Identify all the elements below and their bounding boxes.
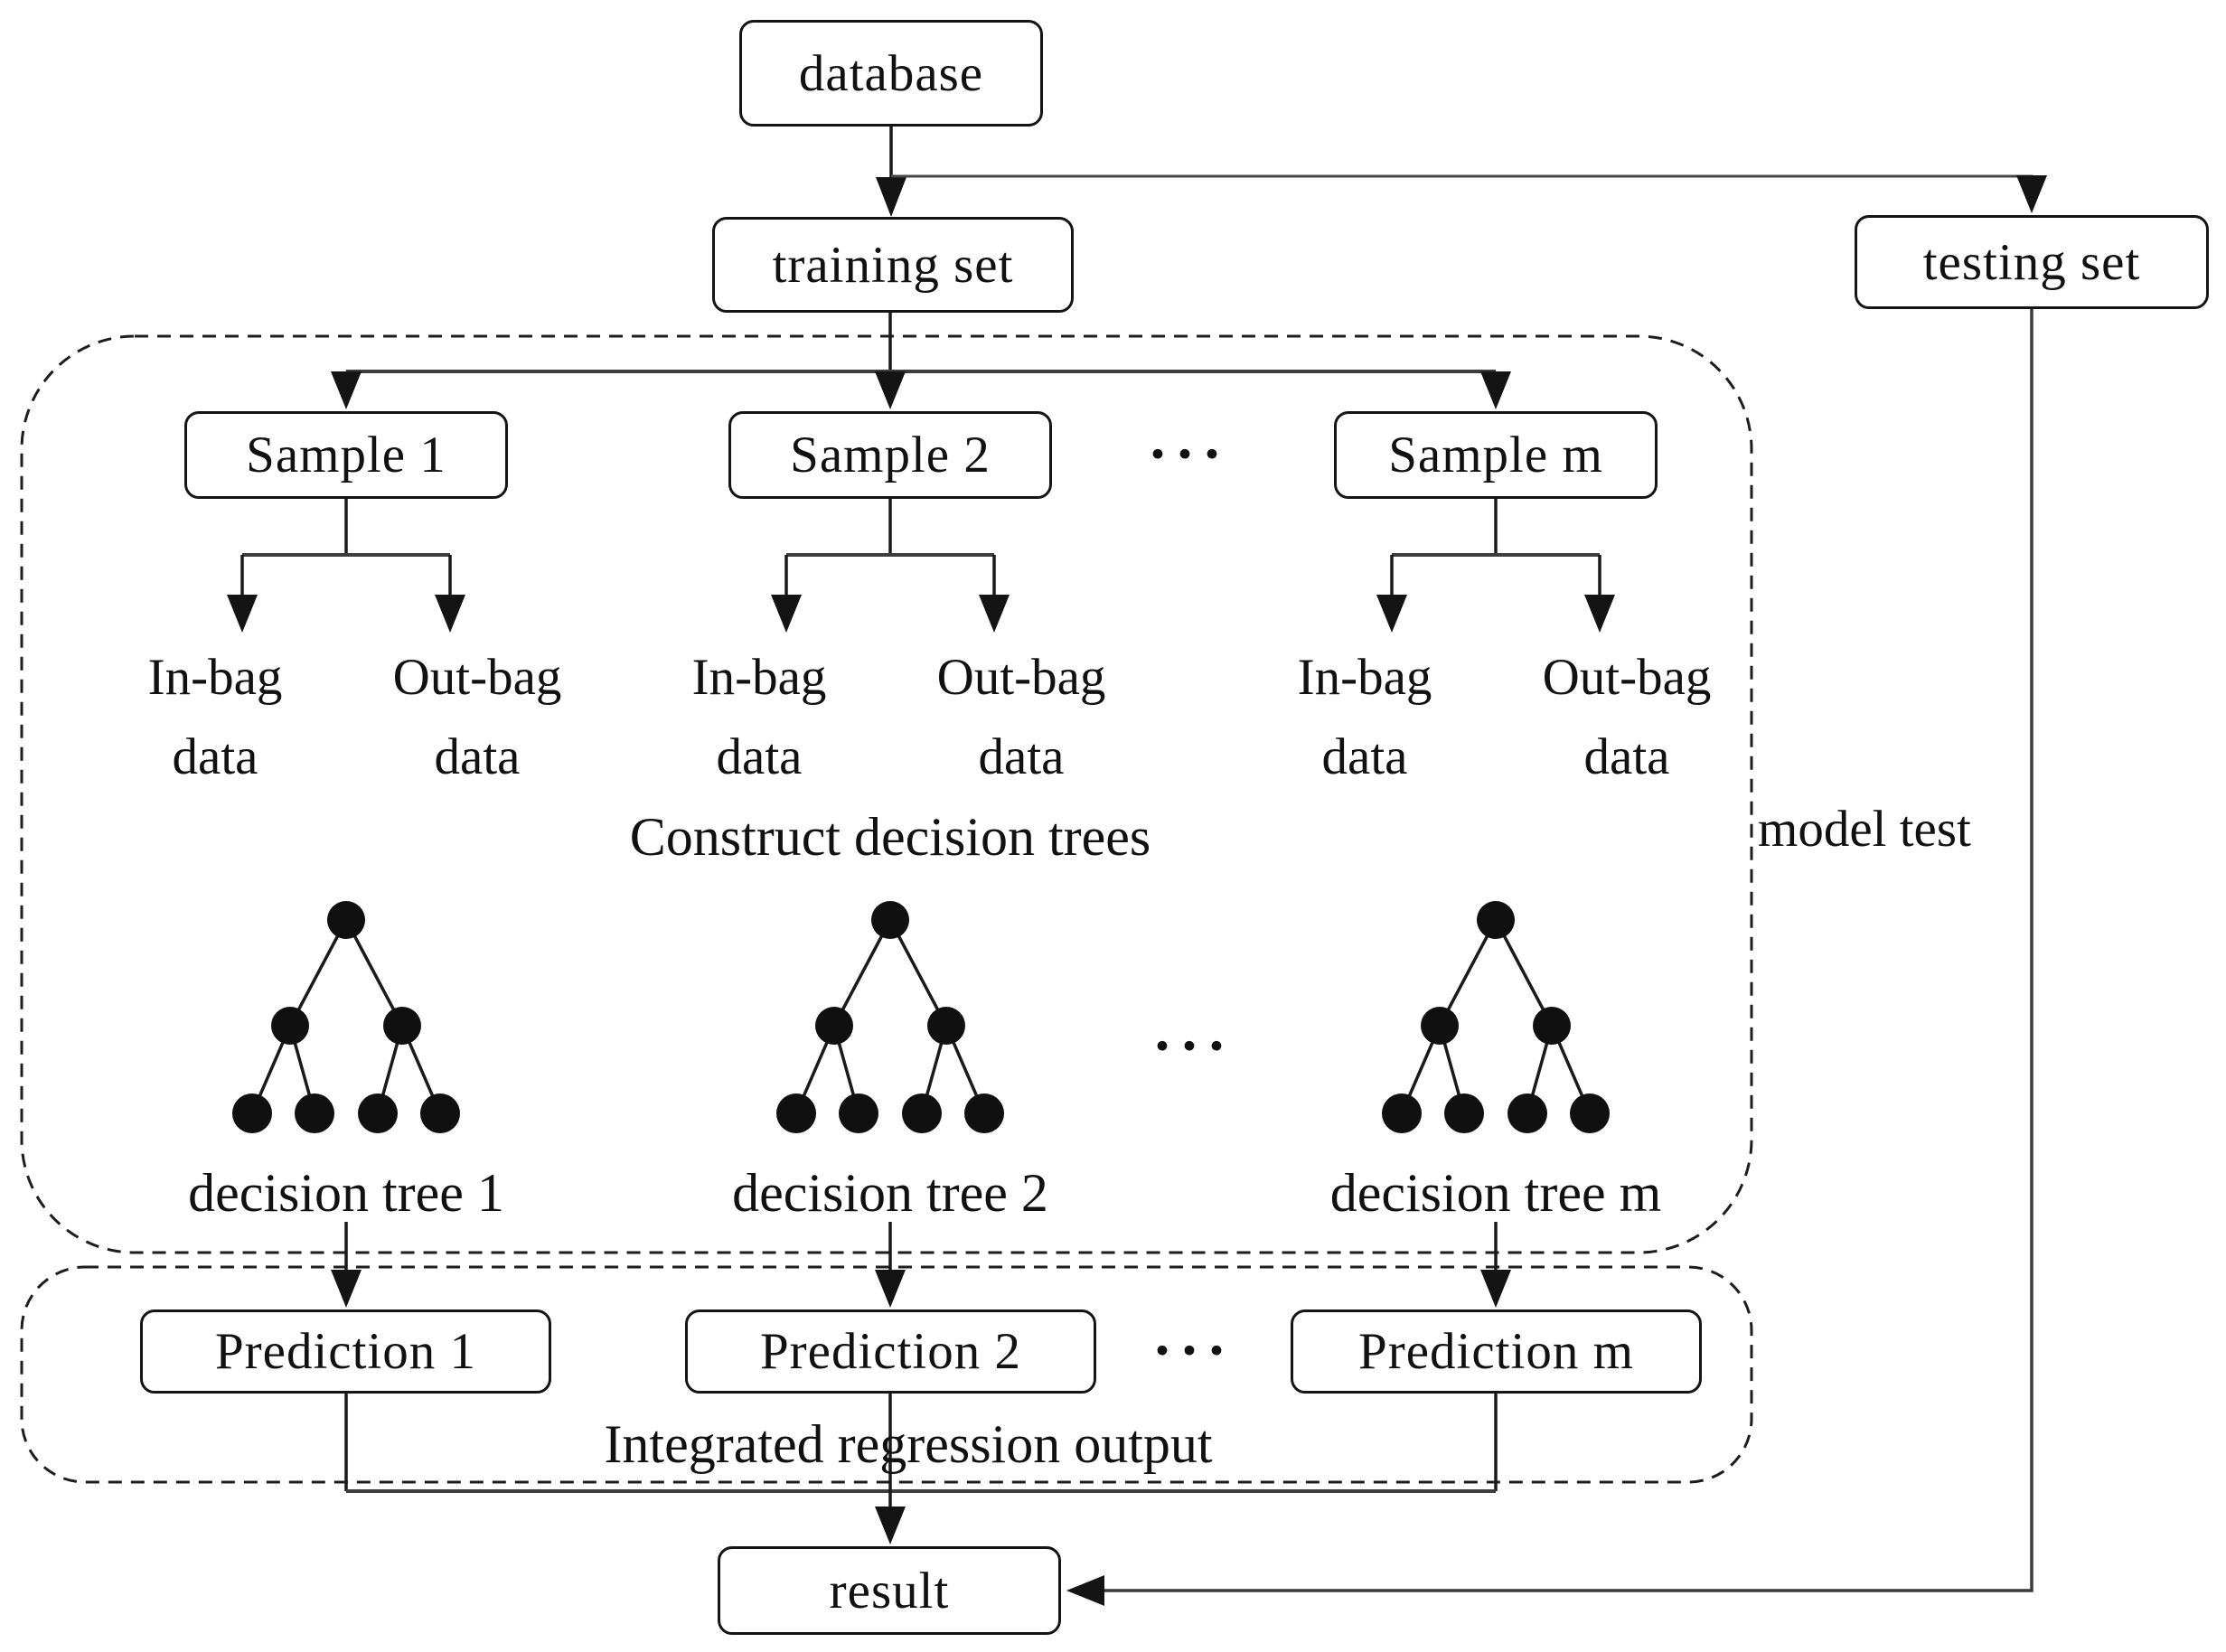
tree-m-root-node	[1477, 901, 1515, 939]
prediction-1-node: Prediction 1	[140, 1309, 551, 1394]
edge-testing-result	[1072, 309, 2033, 1592]
arrowhead-outbag-m	[1584, 595, 1615, 633]
tree-1-leaf-4	[420, 1094, 460, 1133]
decision-tree-2-label: decision tree 2	[732, 1163, 1048, 1223]
tree-m-edges	[1400, 919, 1592, 1114]
outbag-label-1-line1: Out-bag	[392, 649, 562, 706]
inbag-label-m-line1: In-bag	[1297, 649, 1432, 706]
outbag-label-1-line2: data	[434, 728, 521, 785]
predictions-ellipsis: ···	[1151, 1318, 1235, 1384]
inbag-label-m: In-bag data	[1247, 638, 1482, 797]
arrowhead-into-training	[876, 177, 906, 217]
decision-tree-1-icon	[232, 901, 460, 1133]
inbag-label-1: In-bag data	[98, 638, 333, 797]
decision-tree-m-label: decision tree m	[1329, 1163, 1662, 1223]
sample-m-node: Sample m	[1334, 411, 1658, 499]
tree-1-root-node	[327, 901, 365, 939]
outbag-label-2-line1: Out-bag	[936, 649, 1106, 706]
samples-ellipsis: ···	[1147, 421, 1230, 487]
tree-1-left-node	[271, 1007, 309, 1045]
tree-2-left-node	[815, 1007, 853, 1045]
arrowhead-inbag-1	[227, 595, 258, 633]
tree-1-leaf-1	[232, 1094, 272, 1133]
arrowhead-into-prediction-2	[875, 1270, 906, 1308]
arrowhead-outbag-1	[435, 595, 465, 633]
decision-tree-2-icon	[776, 901, 1004, 1133]
integration-dashed-container	[20, 1265, 1753, 1484]
inbag-label-2: In-bag data	[642, 638, 877, 797]
outbag-label-m-line2: data	[1583, 728, 1670, 785]
testing-set-node: testing set	[1855, 215, 2209, 309]
arrowhead-into-sample-2	[875, 371, 906, 409]
inbag-label-2-line2: data	[716, 728, 803, 785]
tree-1-leaf-2	[295, 1094, 334, 1133]
inbag-label-m-line2: data	[1321, 728, 1408, 785]
integrated-regression-output-caption: Integrated regression output	[604, 1414, 1213, 1474]
bagging-dashed-container	[20, 334, 1753, 1254]
arrowhead-into-prediction-1	[331, 1270, 362, 1308]
construct-decision-trees-caption: Construct decision trees	[629, 807, 1151, 867]
outbag-label-m-line1: Out-bag	[1542, 649, 1712, 706]
tree-m-leaf-3	[1507, 1094, 1547, 1133]
sample-1-node: Sample 1	[184, 411, 508, 499]
arrowhead-inbag-2	[771, 595, 802, 633]
tree-2-right-node	[927, 1007, 965, 1045]
tree-1-right-node	[383, 1007, 421, 1045]
arrowhead-into-sample-m	[1480, 371, 1511, 409]
inbag-label-2-line1: In-bag	[691, 649, 827, 706]
database-node: database	[739, 20, 1043, 127]
tree-m-left-node	[1421, 1007, 1459, 1045]
arrowhead-outbag-2	[979, 595, 1010, 633]
outbag-label-2-line2: data	[978, 728, 1065, 785]
tree-m-leaf-1	[1382, 1094, 1422, 1133]
prediction-m-node: Prediction m	[1291, 1309, 1702, 1394]
outbag-label-m: Out-bag data	[1509, 638, 1744, 797]
arrowhead-inbag-m	[1376, 595, 1407, 633]
tree-2-leaf-4	[964, 1094, 1004, 1133]
tree-m-right-node	[1533, 1007, 1571, 1045]
edge-database-testing	[891, 174, 2033, 206]
arrowhead-left-into-result	[1066, 1575, 1104, 1606]
outbag-label-2: Out-bag data	[904, 638, 1139, 797]
model-test-label: model test	[1758, 801, 1971, 858]
sample-2-node: Sample 2	[728, 411, 1052, 499]
tree-1-leaf-3	[358, 1094, 398, 1133]
training-set-node: training set	[712, 217, 1074, 313]
arrowhead-into-prediction-m	[1480, 1270, 1511, 1308]
outbag-label-1: Out-bag data	[360, 638, 595, 797]
tree-2-leaf-2	[839, 1094, 878, 1133]
arrowhead-into-testing	[2016, 175, 2047, 213]
decision-tree-1-label: decision tree 1	[188, 1163, 504, 1223]
arrowhead-into-sample-1	[331, 371, 362, 409]
inbag-label-1-line1: In-bag	[147, 649, 283, 706]
tree-m-leaf-2	[1444, 1094, 1484, 1133]
tree-2-edges	[794, 919, 986, 1114]
tree-1-edges	[250, 919, 442, 1114]
inbag-label-1-line2: data	[172, 728, 258, 785]
tree-2-leaf-3	[902, 1094, 942, 1133]
tree-2-root-node	[871, 901, 909, 939]
tree-m-leaf-4	[1570, 1094, 1610, 1133]
trees-ellipsis: ···	[1151, 1013, 1235, 1079]
decision-tree-m-icon	[1382, 901, 1610, 1133]
result-node: result	[718, 1546, 1061, 1635]
tree-2-leaf-1	[776, 1094, 816, 1133]
arrowhead-into-result	[875, 1507, 906, 1544]
prediction-2-node: Prediction 2	[685, 1309, 1096, 1394]
